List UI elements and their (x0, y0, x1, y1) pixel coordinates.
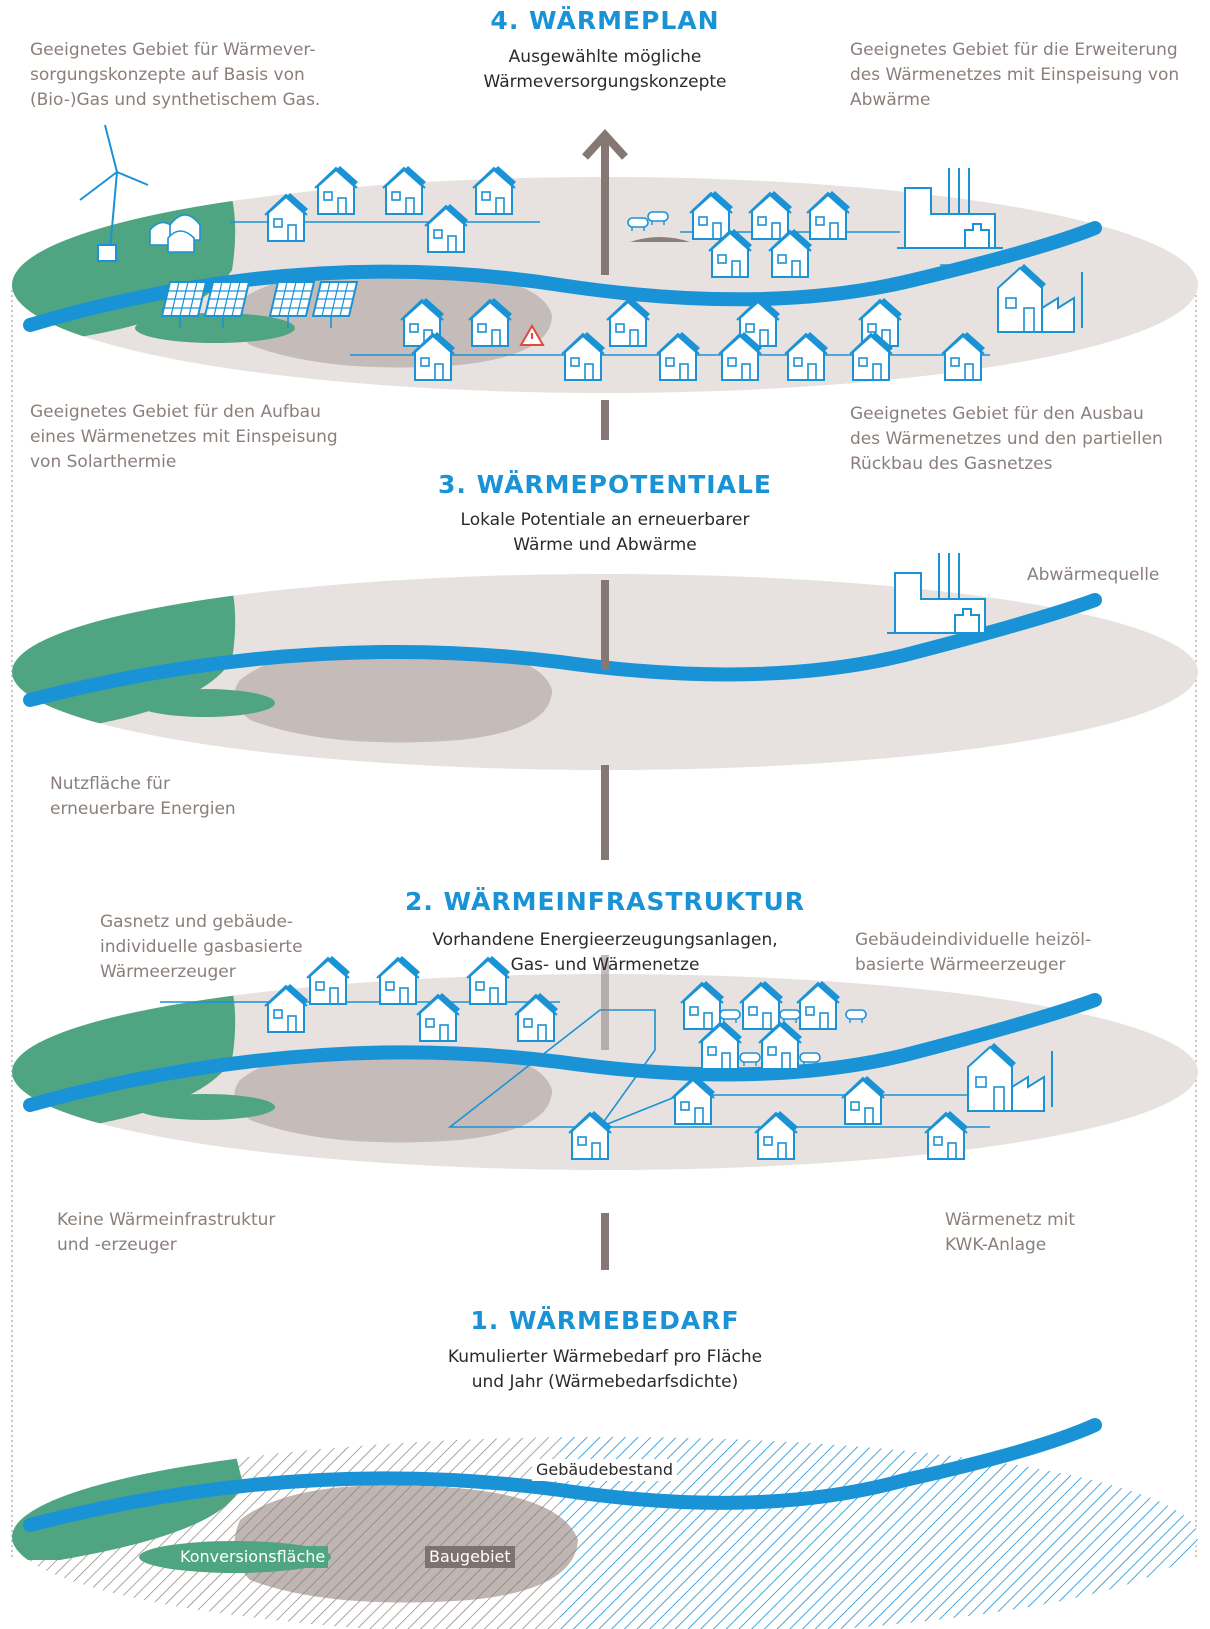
removed-tank-pile (630, 237, 690, 242)
level-demand-map (12, 1418, 1198, 1629)
development-zone (234, 1485, 578, 1603)
note-plan-top-right-2: des Wärmenetzes mit Einspeisung von (850, 65, 1180, 85)
subtitle-plan-2: Wärmeversorgungskonzepte (483, 72, 727, 92)
level-plan-map (12, 124, 1198, 393)
note-plan-bottom-right-3: Rückbau des Gasnetzes (850, 454, 1053, 474)
note-infra-top-right-2: basierte Wärmeerzeuger (855, 955, 1066, 975)
note-plan-bottom-left-1: Geeignetes Gebiet für den Aufbau (30, 402, 321, 422)
note-plan-top-left-2: sorgungskonzepte auf Basis von (30, 65, 305, 85)
note-plan-top-left-1: Geeignetes Gebiet für Wärmever- (30, 40, 316, 60)
title-infrastructure: 2. WÄRMEINFRASTRUKTUR (404, 887, 806, 916)
note-plan-top-right-3: Abwärme (850, 90, 931, 110)
note-infra-bottom-right-2: KWK-Anlage (945, 1235, 1047, 1255)
note-infra-bottom-right-1: Wärmenetz mit (945, 1210, 1076, 1230)
label-development-area: Baugebiet (425, 1546, 515, 1568)
note-potentials-waste-heat: Abwärmequelle (1027, 565, 1160, 585)
river (23, 1418, 1102, 1532)
subtitle-potentials-2: Wärme und Abwärme (513, 535, 697, 555)
factory-icon (886, 552, 994, 634)
biogas-tank-icon (149, 214, 201, 253)
note-plan-bottom-left-2: eines Wärmenetzes mit Einspeisung (30, 427, 338, 447)
note-infra-top-left-1: Gasnetz und gebäude- (100, 912, 294, 932)
title-potentials: 3. WÄRMEPOTENTIALE (438, 470, 772, 499)
note-plan-bottom-right-2: des Wärmenetzes und den partiellen (850, 429, 1163, 449)
note-potentials-area-2: erneuerbare Energien (50, 799, 236, 819)
subtitle-plan-1: Ausgewählte mögliche (508, 47, 702, 67)
note-plan-top-right-1: Geeignetes Gebiet für die Erweiterung (850, 40, 1178, 60)
progression-arrow (582, 129, 628, 1270)
note-infra-top-right-1: Gebäudeindividuelle heizöl- (855, 930, 1092, 950)
label-building-stock: Gebäudebestand (532, 1459, 678, 1481)
wind-turbine-icon (79, 124, 149, 262)
note-plan-bottom-right-1: Geeignetes Gebiet für den Ausbau (850, 404, 1144, 424)
note-infra-bottom-left-2: und -erzeuger (57, 1235, 177, 1255)
note-potentials-area-1: Nutzfläche für (50, 774, 170, 794)
title-demand: 1. WÄRMEBEDARF (470, 1306, 740, 1335)
subtitle-demand-1: Kumulierter Wärmebedarf pro Fläche (447, 1347, 763, 1367)
note-infra-bottom-left-1: Keine Wärmeinfrastruktur (57, 1210, 276, 1230)
note-plan-top-left-3: (Bio-)Gas und synthetischem Gas. (30, 90, 321, 110)
title-plan: 4. WÄRMEPLAN (490, 6, 720, 35)
subtitle-infrastructure-1: Vorhandene Energieerzeugungsanlagen, (432, 930, 778, 950)
label-conversion-area: Konversionsfläche (177, 1546, 329, 1568)
subtitle-potentials-1: Lokale Potentiale an erneuerbarer (460, 510, 750, 530)
subtitle-infrastructure-2: Gas- und Wärmenetze (510, 955, 700, 975)
warning-sign-icon (519, 324, 545, 346)
note-plan-bottom-left-3: von Solarthermie (30, 452, 177, 472)
note-infra-top-left-2: individuelle gasbasierte (100, 937, 303, 957)
note-infra-top-left-3: Wärmeerzeuger (100, 962, 236, 982)
subtitle-demand-2: und Jahr (Wärmebedarfsdichte) (471, 1372, 739, 1392)
